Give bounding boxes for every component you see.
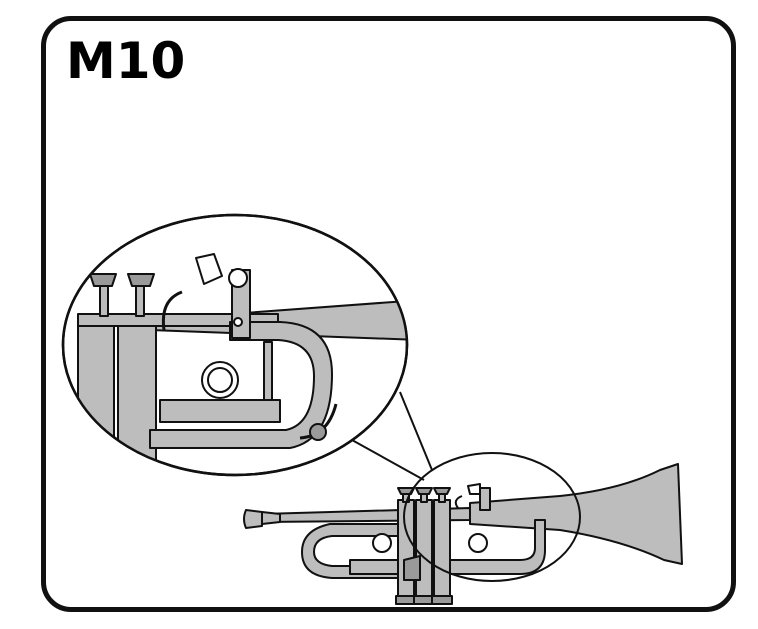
trumpet-icon [243, 463, 683, 605]
zoom-connector [351, 391, 433, 481]
step-title: M10 [66, 32, 186, 90]
magnified-valve-detail-icon [61, 213, 409, 477]
detail-highlight-circle [403, 452, 581, 582]
